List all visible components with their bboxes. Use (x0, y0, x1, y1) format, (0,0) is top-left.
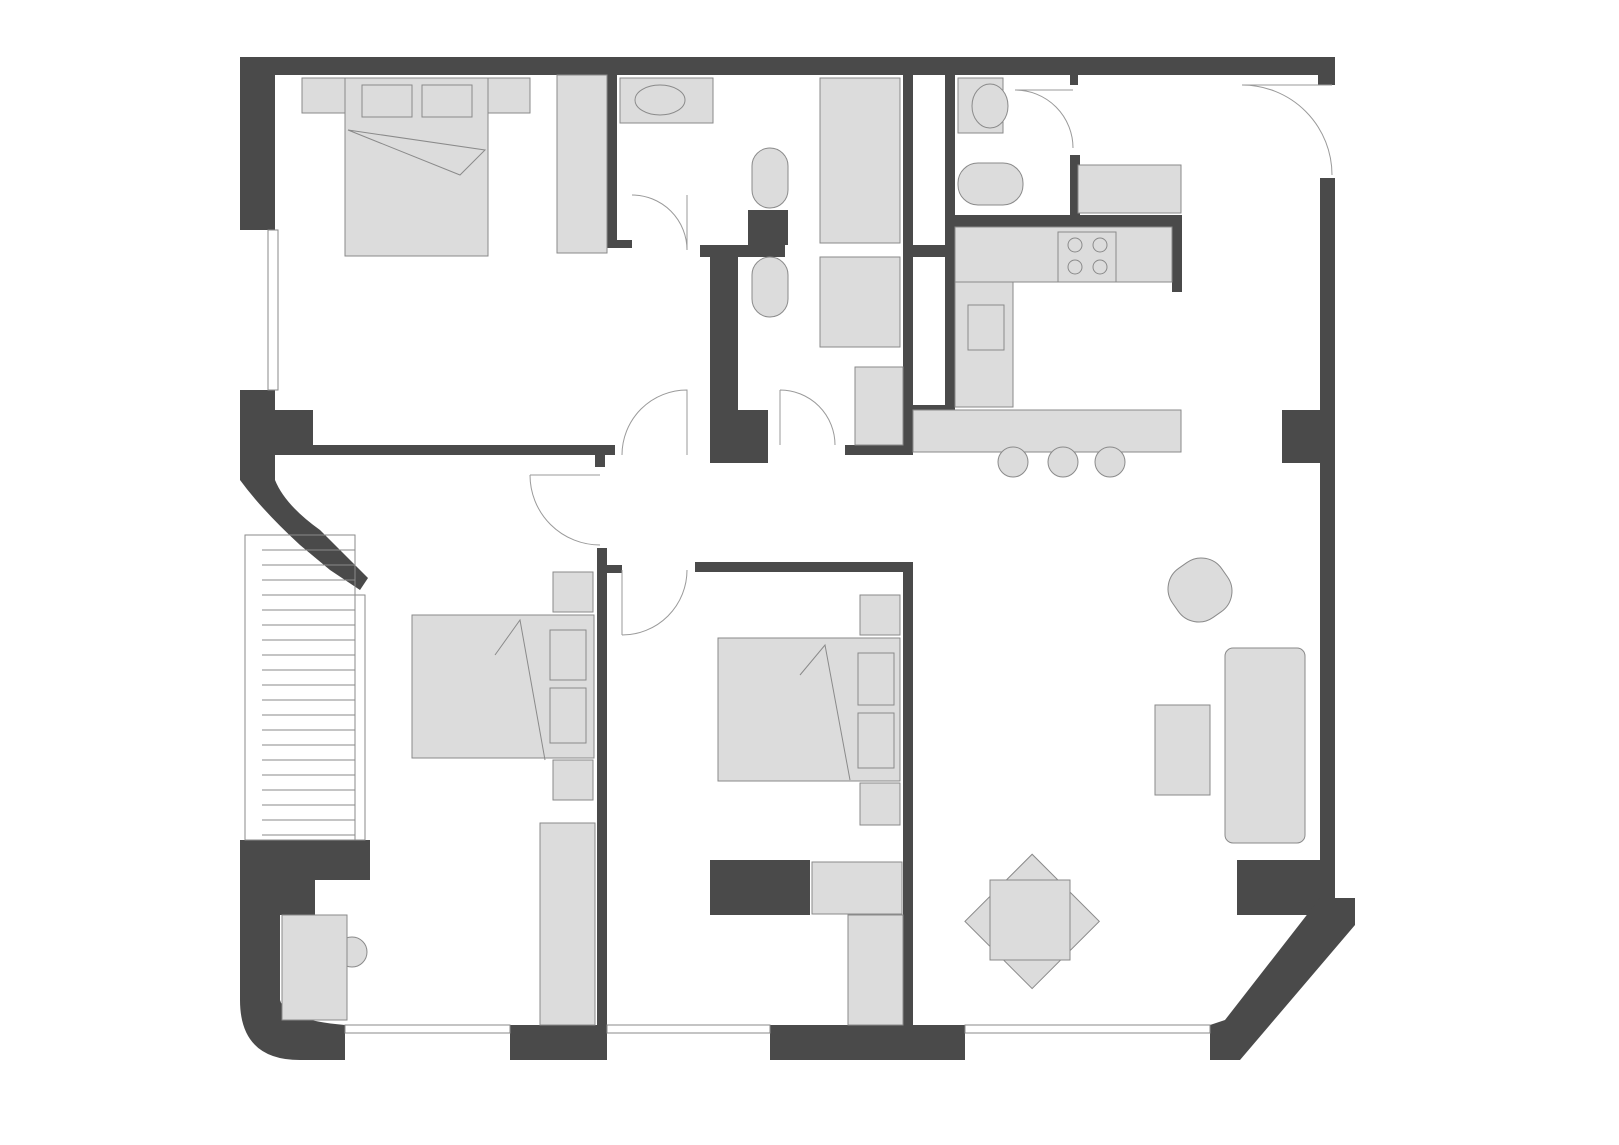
living-room-furniture (964, 557, 1306, 990)
bedroom-2-furniture (281, 571, 596, 1026)
outer-walls (240, 57, 1355, 1060)
windows (267, 229, 1211, 1034)
wardrobe (539, 822, 596, 1026)
interior-walls (313, 75, 1182, 1025)
closet (1077, 164, 1182, 214)
kitchen (912, 226, 1182, 478)
bathroom-fixtures (619, 77, 1182, 446)
wardrobe (556, 74, 608, 254)
doors (529, 84, 1333, 636)
bedroom-1-furniture (301, 74, 608, 257)
balcony-stair (244, 534, 356, 841)
bedroom-3-furniture (717, 594, 904, 1026)
